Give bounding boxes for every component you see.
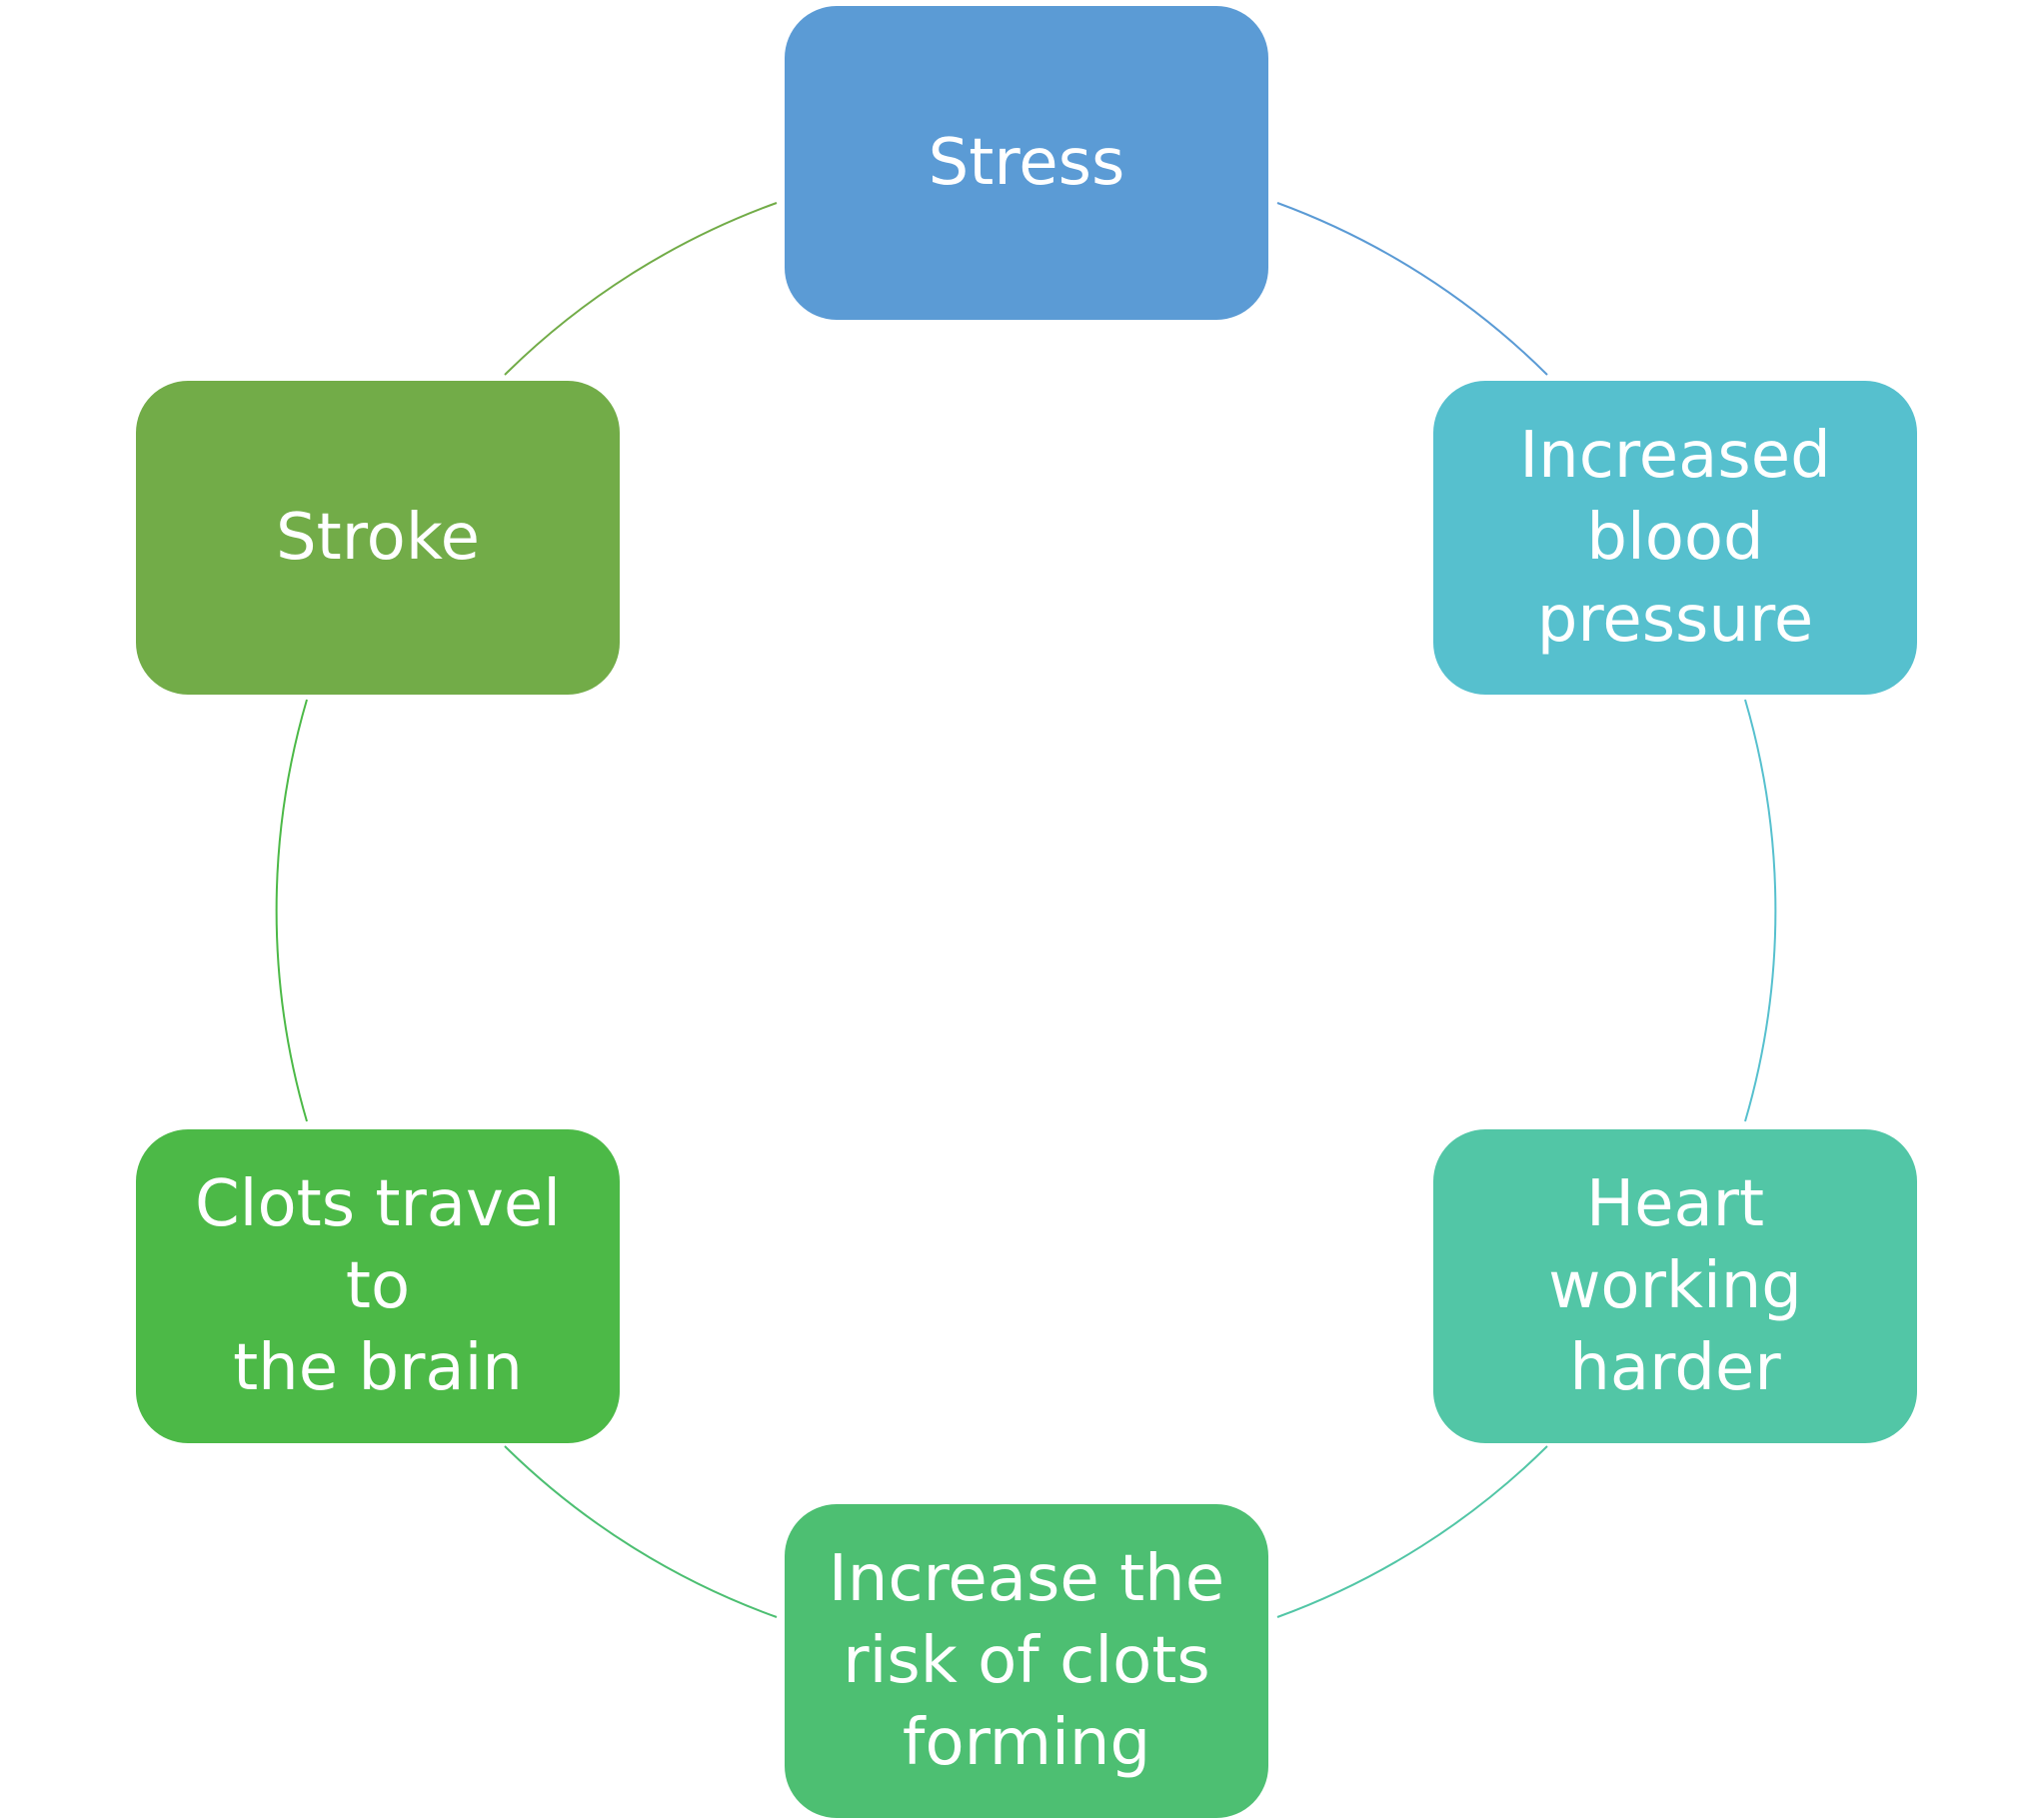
node-clots-travel-to-brain: Clots travel to the brain <box>136 1129 620 1443</box>
node-increase-risk-of-clots: Increase the risk of clots forming <box>785 1504 1268 1818</box>
node-heart-working-harder-label: Heart working harder <box>1548 1167 1802 1405</box>
node-stress-label: Stress <box>928 126 1125 200</box>
connector-heart-working-harder-to-increase-risk-of-clots <box>1276 1445 1548 1618</box>
connector-increased-blood-pressure-to-heart-working-harder <box>1744 699 1777 1122</box>
node-clots-travel-to-brain-label: Clots travel to the brain <box>194 1167 562 1405</box>
connector-increase-risk-of-clots-to-clots-travel-to-brain <box>504 1445 778 1618</box>
node-stroke-label: Stroke <box>276 501 480 575</box>
node-stress: Stress <box>785 6 1268 320</box>
node-heart-working-harder: Heart working harder <box>1433 1129 1917 1443</box>
node-stroke: Stroke <box>136 381 620 695</box>
connector-stress-to-increased-blood-pressure <box>1276 202 1548 376</box>
node-increased-blood-pressure-label: Increased blood pressure <box>1519 419 1831 657</box>
connector-clots-travel-to-brain-to-stroke <box>275 699 308 1122</box>
node-increase-risk-of-clots-label: Increase the risk of clots forming <box>828 1542 1225 1780</box>
node-increased-blood-pressure: Increased blood pressure <box>1433 381 1917 695</box>
connector-stroke-to-stress <box>504 202 778 376</box>
